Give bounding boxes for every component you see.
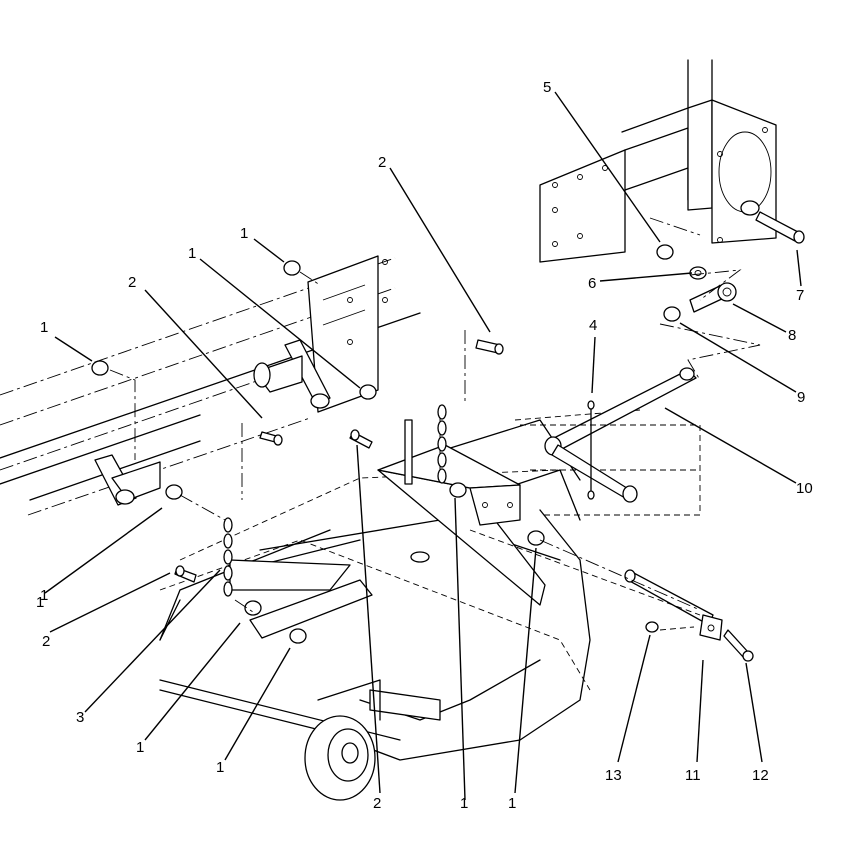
callout-10: 10: [796, 480, 813, 497]
callout-1-arm-nut: 1: [216, 759, 224, 776]
callout-1-lower-nut: 1: [40, 587, 48, 604]
callout-labels: 1 1 1 2 1 2 5 6 7 8 4 9 10 1 2 3 1 1 2 1…: [36, 79, 813, 812]
callout-1-frame-nut-left: 1: [40, 319, 48, 336]
callout-2-upper-bolt: 2: [378, 154, 386, 171]
callout-1-plate-nut: 1: [240, 225, 248, 242]
callout-4: 4: [589, 317, 597, 334]
callout-11: 11: [685, 767, 701, 784]
callout-6: 6: [588, 275, 596, 292]
callout-2-deck-bolt: 2: [42, 633, 50, 650]
callout-8: 8: [788, 327, 796, 344]
callout-1-frame-nut-lower: 1: [36, 594, 44, 611]
mower-deck: [159, 409, 700, 801]
callout-9: 9: [797, 389, 805, 406]
callout-13: 13: [605, 767, 622, 784]
tractor-frame: [0, 255, 421, 516]
rear-hitch-assembly: [539, 59, 805, 263]
callout-1-bracket-nut: 1: [188, 245, 196, 262]
callout-2-bracket-bolt: 2: [128, 274, 136, 291]
pivot-bar: [520, 367, 701, 516]
lift-arm-assembly: [223, 404, 546, 639]
callout-3-chain: 3: [76, 709, 84, 726]
callout-5: 5: [543, 79, 551, 96]
leader-lines: [44, 91, 802, 801]
callout-2-arm-bolt: 2: [373, 795, 381, 812]
callout-7: 7: [796, 287, 804, 304]
callout-1-center-nut: 1: [460, 795, 468, 812]
callout-1-deck-nut: 1: [136, 739, 144, 756]
callout-1-right-nut: 1: [508, 795, 516, 812]
callout-12: 12: [752, 767, 769, 784]
hardware: [91, 217, 761, 644]
rear-rod-assembly: [469, 529, 754, 662]
